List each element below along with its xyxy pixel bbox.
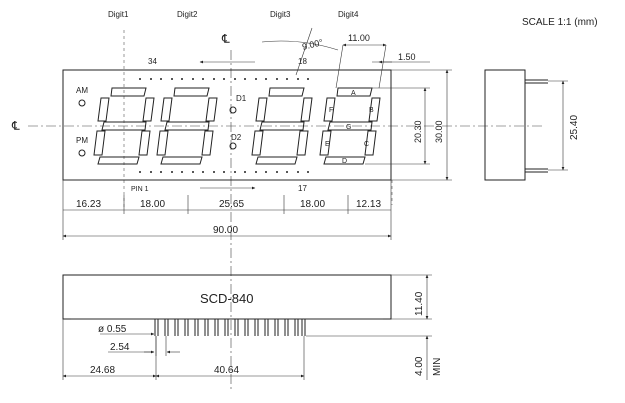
digit3 xyxy=(251,87,313,165)
seg-b-label: B xyxy=(369,107,374,114)
total-width-dim: 90.00 xyxy=(213,225,238,236)
pin-18-label: 18 xyxy=(298,57,307,66)
seg-a-label: A xyxy=(351,90,356,97)
body-height-dim: 11.40 xyxy=(414,291,425,316)
d1-indicator xyxy=(229,106,237,114)
total-height-dim: 30.00 xyxy=(434,120,444,143)
pitch-dim: 2.54 xyxy=(110,342,130,353)
d2-label: D2 xyxy=(231,133,242,142)
digit1-label: Digit1 xyxy=(108,10,129,19)
digit4-slant-right xyxy=(378,44,387,89)
seg-d-label: D xyxy=(342,158,347,165)
part-name: SCD-840 xyxy=(200,291,253,306)
digit3-label: Digit3 xyxy=(270,10,291,19)
slant-dim: 9.00° xyxy=(301,37,324,52)
digit-height-dim: 20.30 xyxy=(413,120,423,143)
pin-17-label: 17 xyxy=(298,184,307,193)
side-height-dim: 25.40 xyxy=(569,115,580,140)
dim-12-13: 12.13 xyxy=(356,199,381,210)
slant-line xyxy=(295,27,313,76)
digit4-label: Digit4 xyxy=(338,10,359,19)
am-indicator xyxy=(78,99,86,107)
digit4 xyxy=(319,87,381,165)
d1-label: D1 xyxy=(236,94,247,103)
pin-diameter-dim: ø 0.55 xyxy=(98,324,127,335)
offset-dim: 24.68 xyxy=(90,365,115,376)
top-pin-row xyxy=(139,78,309,80)
centerline-symbol-left: ℄ xyxy=(11,119,20,133)
dim-18-00-a: 18.00 xyxy=(140,199,165,210)
seg-width-dim-label: 1.50 xyxy=(398,52,416,62)
span-dim: 40.64 xyxy=(214,365,239,376)
digit1 xyxy=(93,87,155,165)
pin-1-label: PIN 1 xyxy=(131,186,149,193)
dim-25-65: 25.65 xyxy=(219,199,244,210)
digit-width-dim-label: 11.00 xyxy=(348,33,370,43)
digit2 xyxy=(156,87,218,165)
seg-g-label: G xyxy=(346,124,351,131)
seg-c-label: C xyxy=(364,141,369,148)
side-body-outline xyxy=(484,69,526,181)
scale-label: SCALE 1:1 (mm) xyxy=(522,17,598,28)
bottom-pins xyxy=(154,319,306,336)
pm-indicator xyxy=(78,149,86,157)
pm-label: PM xyxy=(76,136,88,145)
digit2-label: Digit2 xyxy=(177,10,198,19)
slant-arc xyxy=(261,40,339,51)
pin-length-dim: 4.00 xyxy=(414,356,425,376)
pin-34-label: 34 xyxy=(148,57,157,66)
d2-indicator xyxy=(229,142,237,150)
seg-f-label: F xyxy=(329,107,333,114)
seg-e-label: E xyxy=(325,141,330,148)
min-label: MIN xyxy=(432,358,443,376)
dim-16-23: 16.23 xyxy=(76,199,101,210)
am-label: AM xyxy=(76,86,88,95)
dim-18-00-b: 18.00 xyxy=(300,199,325,210)
bottom-pin-row xyxy=(139,171,309,173)
digit4-slant-left xyxy=(335,44,344,89)
centerline-symbol-top: ℄ xyxy=(221,32,230,46)
side-pins xyxy=(525,79,548,173)
